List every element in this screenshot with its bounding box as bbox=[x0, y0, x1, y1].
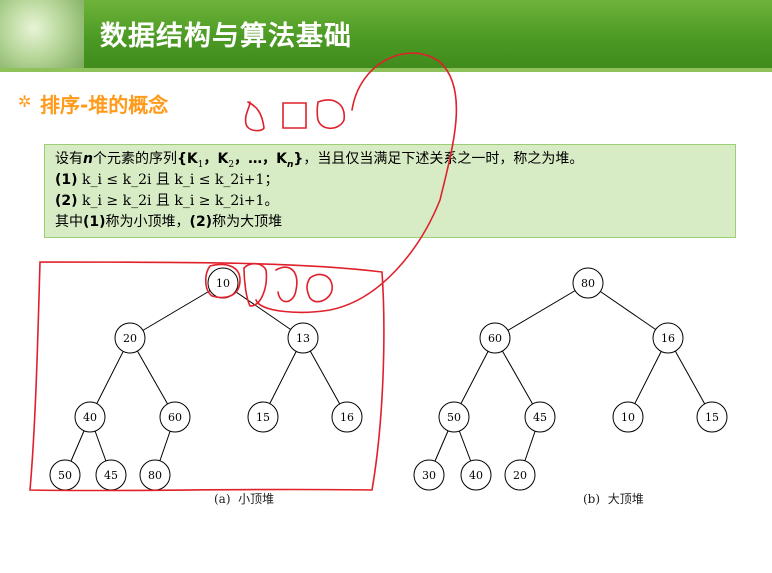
seedling-logo-icon bbox=[0, 0, 84, 70]
gear-bullet-icon: ✲ bbox=[18, 92, 32, 111]
max-heap-node-value: 16 bbox=[661, 332, 675, 345]
slide-header: 数据结构与算法基础 bbox=[0, 0, 772, 72]
min-heap-node-value: 13 bbox=[296, 332, 310, 345]
max-heap-node-circle bbox=[652, 322, 684, 354]
min-heap-node-circle bbox=[331, 401, 363, 433]
min-heap-node-value: 10 bbox=[216, 277, 230, 290]
max-heap-node-circle bbox=[460, 459, 492, 491]
max-heap-node-circle bbox=[572, 267, 604, 299]
max-heap-node-value: 50 bbox=[447, 411, 461, 424]
min-heap-node-value: 80 bbox=[148, 469, 162, 482]
max-heap-node-value: 60 bbox=[488, 332, 502, 345]
definition-line-1: 设有n个元素的序列{K1，K2，…，Kn}，当且仅当满足下述关系之一时，称之为堆… bbox=[55, 151, 584, 170]
min-heap-node-circle bbox=[287, 322, 319, 354]
max-heap-caption: (b) 大顶堆 bbox=[583, 492, 644, 506]
definition-line-4: 其中(1)称为小顶堆，(2)称为大顶堆 bbox=[55, 214, 283, 230]
max-heap-node-value: 20 bbox=[513, 469, 527, 482]
min-heap-node-circle bbox=[114, 322, 146, 354]
min-heap-node-value: 45 bbox=[104, 469, 118, 482]
max-heap-node-circle bbox=[504, 459, 536, 491]
min-heap-caption: (a) 小顶堆 bbox=[214, 492, 275, 506]
max-heap-node-circle bbox=[438, 401, 470, 433]
definition-line-3: (2) k_i ≥ k_2i 且 k_i ≥ k_2i+1。 bbox=[55, 193, 279, 209]
min-heap-node-value: 60 bbox=[168, 411, 182, 424]
max-heap-node-value: 45 bbox=[533, 411, 547, 424]
max-heap-nodes: 80 60 16 50 45 10 15 30 40 20 bbox=[413, 267, 728, 491]
min-heap-node-circle bbox=[247, 401, 279, 433]
max-heap-node-circle bbox=[524, 401, 556, 433]
max-heap-node-value: 15 bbox=[705, 411, 719, 424]
min-heap-node-value: 20 bbox=[123, 332, 137, 345]
min-heap-node-circle bbox=[159, 401, 191, 433]
max-heap-node-circle bbox=[612, 401, 644, 433]
min-heap-node-value: 15 bbox=[256, 411, 270, 424]
max-heap-node-circle bbox=[696, 401, 728, 433]
max-heap-edges bbox=[428, 282, 713, 476]
max-heap-node-circle bbox=[479, 322, 511, 354]
slide-title: 数据结构与算法基础 bbox=[100, 21, 352, 52]
section-title: 排序-堆的概念 bbox=[40, 93, 169, 117]
min-heap-node-value: 40 bbox=[83, 411, 97, 424]
max-heap-node-value: 40 bbox=[469, 469, 483, 482]
definition-box: 设有n个元素的序列{K1，K2，…，Kn}，当且仅当满足下述关系之一时，称之为堆… bbox=[44, 144, 736, 238]
min-heap-nodes: 10 20 13 40 60 15 16 50 45 80 bbox=[49, 267, 363, 491]
header-divider bbox=[0, 68, 772, 72]
definition-line-2: (1) k_i ≤ k_2i 且 k_i ≤ k_2i+1； bbox=[55, 172, 279, 188]
min-heap-node-value: 50 bbox=[58, 469, 72, 482]
max-heap-node-value: 10 bbox=[621, 411, 635, 424]
max-heap-node-value: 30 bbox=[422, 469, 436, 482]
max-heap-node-circle bbox=[413, 459, 445, 491]
min-heap-node-value: 16 bbox=[340, 411, 354, 424]
min-heap-node-circle bbox=[74, 401, 106, 433]
red-annotation-scribbles bbox=[29, 52, 458, 492]
max-heap-node-value: 80 bbox=[581, 277, 595, 290]
